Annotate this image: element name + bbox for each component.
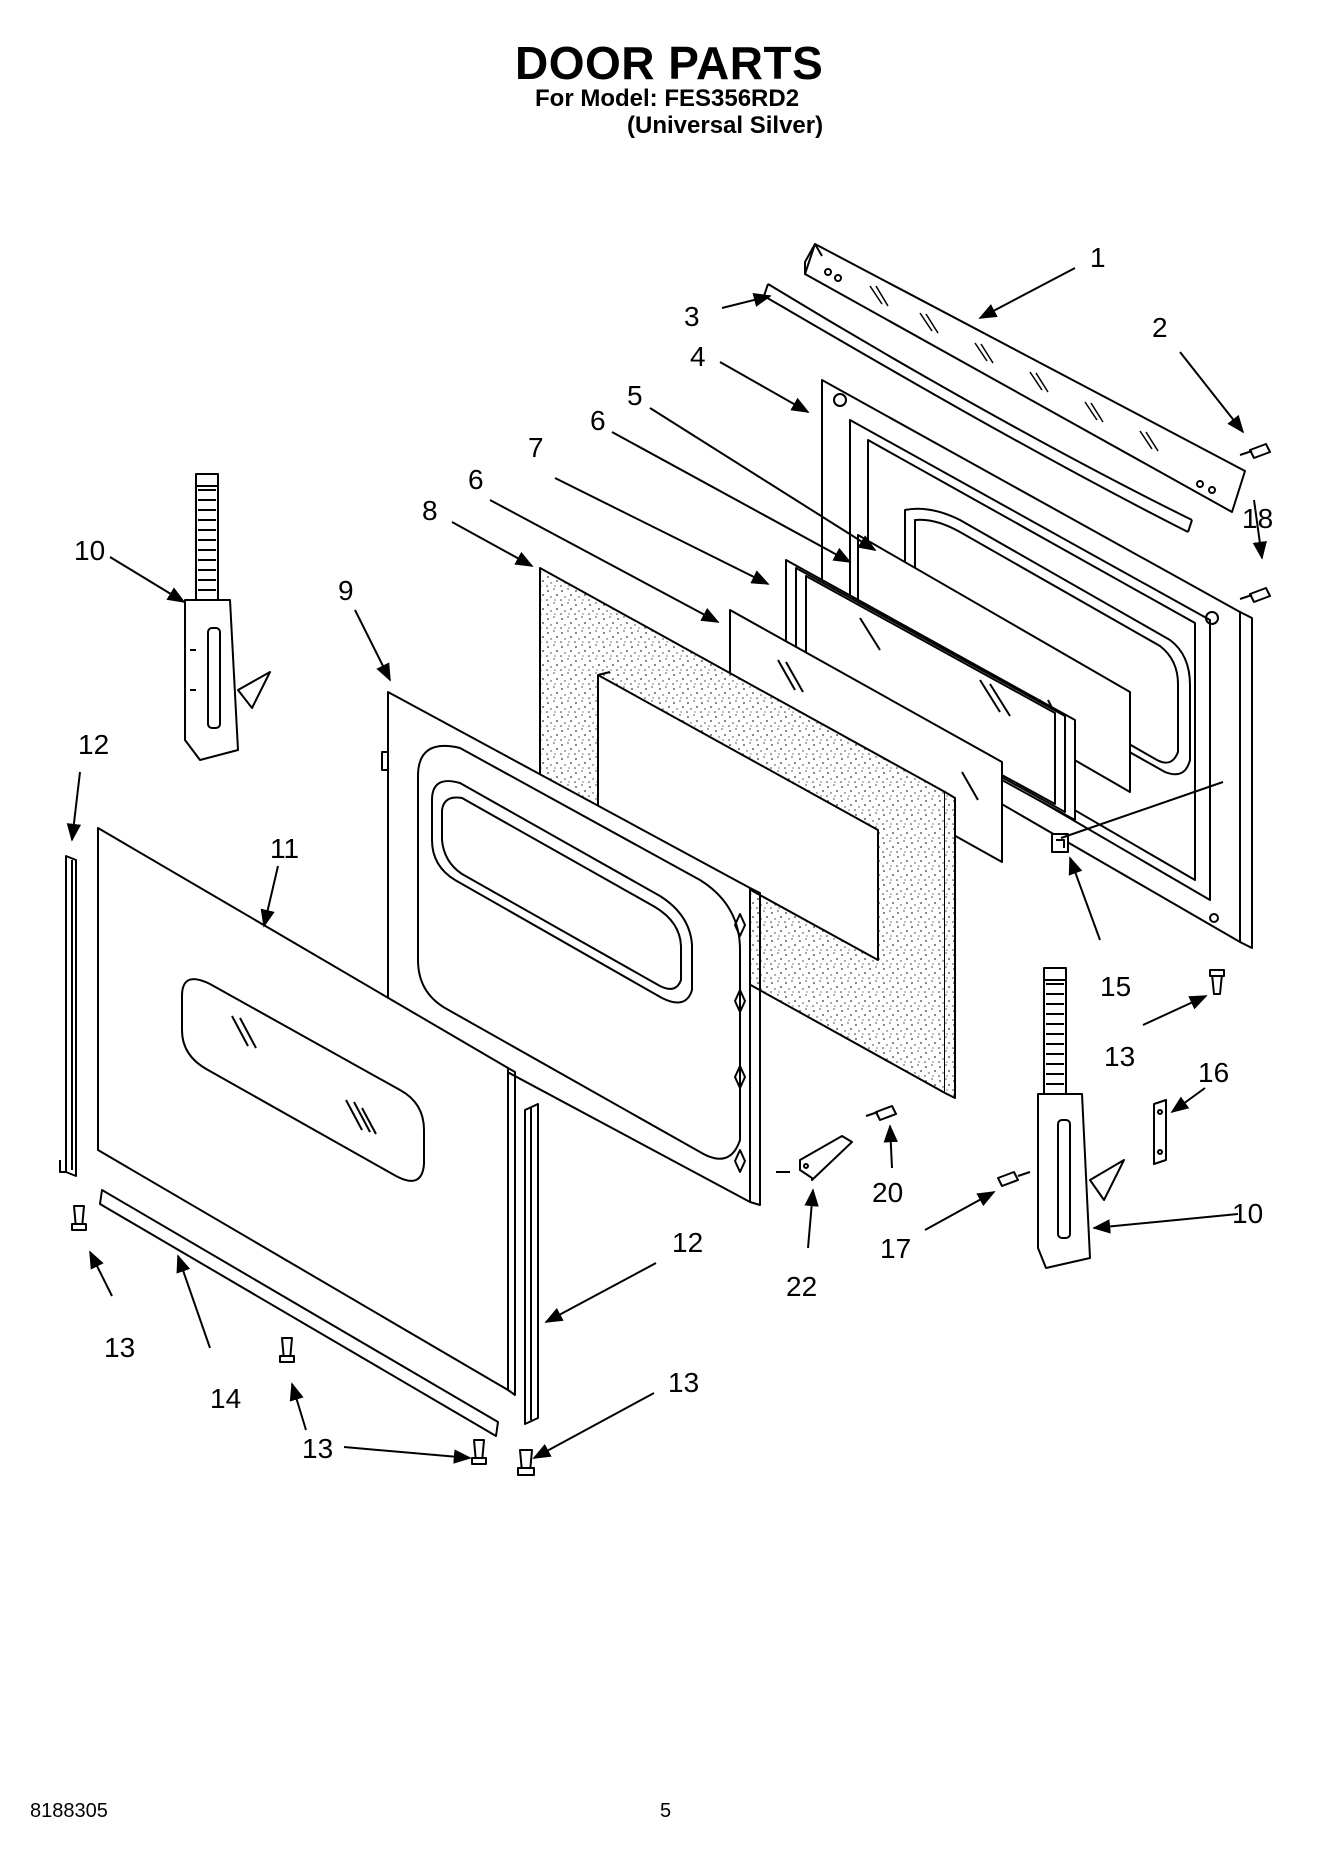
callout-7: 7 [528, 432, 544, 463]
callout-labels: 1 2 3 4 5 6 7 6 8 9 10 10 11 12 12 13 13… [74, 242, 1273, 1464]
callout-16: 16 [1198, 1057, 1229, 1088]
part-17-screw [997, 1171, 1031, 1187]
callout-3: 3 [684, 301, 700, 332]
leader-lines [66, 267, 1267, 1464]
part-10-hinge-left [184, 473, 271, 761]
callout-13-left: 13 [104, 1332, 135, 1363]
callout-12-right: 12 [672, 1227, 703, 1258]
callout-6-upper: 6 [590, 405, 606, 436]
page-title: DOOR PARTS [515, 37, 824, 89]
callout-5: 5 [627, 380, 643, 411]
part-18-screw [1239, 587, 1271, 603]
part-12-right-side-trim [524, 1103, 539, 1425]
part-7-window-pack [785, 559, 1076, 821]
part-14-bottom-trim [99, 1189, 499, 1437]
callout-4: 4 [690, 341, 706, 372]
document-number: 8188305 [30, 1800, 108, 1822]
part-12-left-side-trim [59, 855, 77, 1177]
part-11-outer-door [97, 827, 516, 1396]
callout-12-left: 12 [78, 729, 109, 760]
variant-line: (Universal Silver) [627, 112, 824, 139]
callout-13-mid: 13 [302, 1433, 333, 1464]
page-number: 5 [660, 1800, 672, 1822]
part-10-hinge-right [1037, 967, 1125, 1269]
callout-13-bottom: 13 [668, 1367, 699, 1398]
callout-2: 2 [1152, 312, 1168, 343]
callout-17: 17 [880, 1233, 911, 1264]
part-13-screw-bottom-b [517, 1449, 535, 1476]
callout-18: 18 [1242, 503, 1273, 534]
callout-9: 9 [338, 575, 354, 606]
callout-8: 8 [422, 495, 438, 526]
part-13-screw-mid [279, 1337, 295, 1363]
callout-1: 1 [1090, 242, 1106, 273]
part-9-door-frame [381, 691, 761, 1206]
part-20-screw [865, 1105, 897, 1121]
part-13-screw-bottom-a [471, 1439, 487, 1465]
part-13-screw-left [71, 1205, 87, 1231]
part-2-screw [1239, 443, 1271, 459]
callout-6-lower: 6 [468, 464, 484, 495]
part-16-shim [1153, 1099, 1167, 1165]
callout-11: 11 [270, 833, 299, 864]
screws [71, 443, 1271, 1476]
callout-15: 15 [1100, 971, 1131, 1002]
part-1-vent-trim [804, 243, 1246, 513]
part-13-screw-right-top [1209, 969, 1225, 995]
part-15-clip [1051, 833, 1069, 853]
callout-10-right: 10 [1232, 1198, 1263, 1229]
model-line: For Model: FES356RD2 [535, 85, 800, 112]
part-8-insulation [539, 567, 956, 1099]
callout-13-right: 13 [1104, 1041, 1135, 1072]
callout-22: 22 [786, 1271, 817, 1302]
callout-10-left: 10 [74, 535, 105, 566]
part-22-bracket [776, 1135, 853, 1181]
callout-20: 20 [872, 1177, 903, 1208]
callout-14: 14 [210, 1383, 241, 1414]
